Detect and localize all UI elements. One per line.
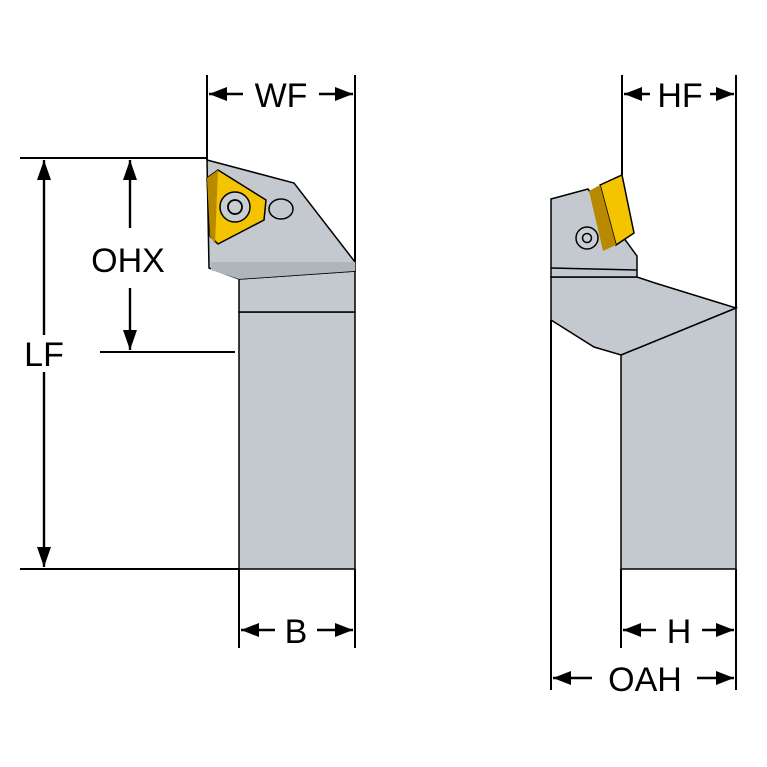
- label-wf: WF: [255, 77, 308, 115]
- dimension-hf: HF: [624, 77, 734, 115]
- left-dimensions: WF OHX LF B: [20, 75, 356, 651]
- label-ohx: OHX: [91, 242, 165, 280]
- dimension-oah: OAH: [553, 661, 734, 699]
- insert-side-shade: [589, 185, 616, 251]
- label-oah: OAH: [608, 661, 682, 699]
- right-body: [550, 276, 739, 356]
- left-head-shade: [211, 262, 355, 279]
- insert-side-view: [599, 173, 635, 247]
- insert-edge-shade: [207, 170, 218, 244]
- label-lf: LF: [24, 336, 64, 374]
- right-dimensions: HF H OAH: [550, 75, 737, 699]
- right-head-strip: [550, 267, 638, 271]
- label-hf: HF: [657, 77, 702, 115]
- torx-socket-icon: [227, 199, 243, 215]
- dimension-h: H: [623, 613, 734, 651]
- left-shank: [238, 311, 356, 570]
- clamp-screw-socket-icon: [581, 232, 593, 244]
- left-view: [206, 159, 356, 570]
- dimension-lf: LF: [24, 160, 64, 567]
- label-h: H: [667, 613, 692, 651]
- label-b: B: [285, 613, 308, 651]
- dimension-wf: WF: [209, 77, 353, 115]
- clamp-screw-icon: [575, 226, 599, 250]
- dimension-b: B: [241, 613, 353, 651]
- clamp-recess: [268, 198, 294, 220]
- dimension-ohx: OHX: [91, 160, 165, 350]
- right-view: [550, 173, 739, 570]
- insert-screw-icon: [219, 191, 251, 223]
